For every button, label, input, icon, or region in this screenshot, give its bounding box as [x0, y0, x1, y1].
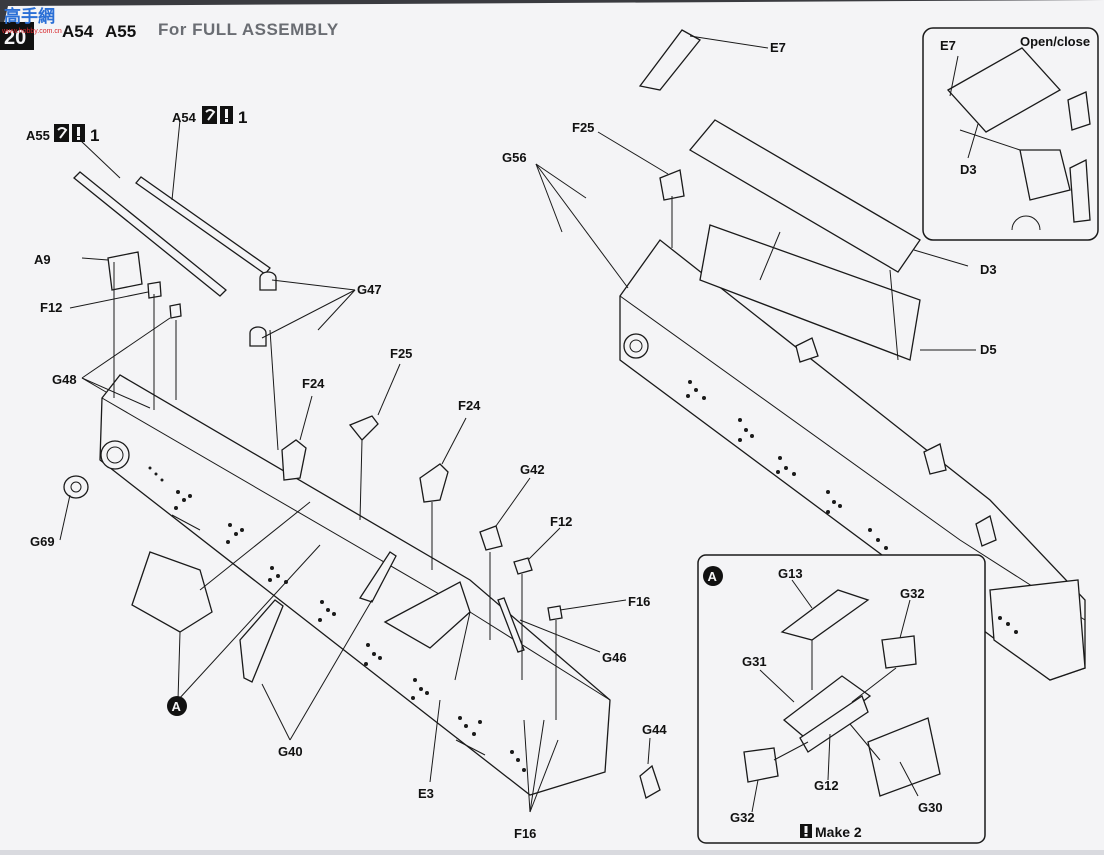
part-g69 — [63, 475, 89, 499]
callout-g40: G40 — [278, 744, 303, 759]
svg-text:A: A — [708, 569, 718, 584]
right-leader-lines — [535, 35, 976, 361]
callout-g46: G46 — [602, 650, 627, 665]
callout-g44: G44 — [642, 722, 667, 737]
callout-f12-mid: F12 — [550, 514, 572, 529]
page-heading: For FULL ASSEMBLY — [158, 20, 339, 39]
left-leader-lines — [59, 119, 651, 813]
callout-g56: G56 — [502, 150, 527, 165]
part-f24-b — [419, 463, 449, 503]
inset-a-callout-g32-top: G32 — [900, 586, 925, 601]
inset-callout-d3: D3 — [960, 162, 977, 177]
a55-quantity: 1 — [90, 126, 99, 145]
part-d3 — [689, 119, 921, 273]
svg-text:A: A — [172, 699, 182, 714]
step-label-a55: A55 — [105, 22, 136, 41]
callout-f25-b: F25 — [572, 120, 594, 135]
callout-g42: G42 — [520, 462, 545, 477]
inset-a-callout-g13: G13 — [778, 566, 803, 581]
callout-g47: G47 — [357, 282, 382, 297]
callout-a55: A55 — [26, 128, 50, 143]
part-g48 — [169, 303, 182, 319]
watermark-url: www.hobby.com.cn — [1, 28, 62, 35]
inset-a-callout-g32-bottom: G32 — [730, 810, 755, 825]
part-g30 — [867, 717, 941, 797]
part-g42 — [479, 525, 503, 551]
callout-e3: E3 — [418, 786, 434, 801]
watermark-logo: 高手網 www.hobby.com.cn — [1, 6, 62, 35]
callout-a9: A9 — [34, 252, 51, 267]
callout-g69: G69 — [30, 534, 55, 549]
part-g31 — [782, 675, 872, 743]
inset-a — [697, 554, 986, 844]
tool-icon — [202, 106, 217, 124]
marker-a-left: A — [167, 696, 187, 716]
a54-quantity: 1 — [238, 108, 247, 127]
part-g44 — [639, 764, 661, 799]
watermark-text: 高手網 — [4, 6, 55, 26]
inset-open-close-title: Open/close — [1020, 34, 1090, 49]
make-2-text: Make 2 — [815, 824, 862, 840]
callout-e7: E7 — [770, 40, 786, 55]
left-hull-panel — [99, 374, 611, 796]
part-g47a — [259, 271, 277, 291]
part-e7 — [638, 29, 701, 91]
attention-icon — [72, 124, 85, 142]
part-f25-b — [659, 169, 685, 201]
marker-a-inset: A — [703, 566, 723, 586]
make-2-note: Make 2 — [800, 824, 862, 840]
part-g46 — [497, 597, 525, 653]
part-g40-b — [358, 551, 397, 603]
tool-icon — [54, 124, 69, 142]
attention-icon — [220, 106, 233, 124]
part-g32-bottom — [743, 747, 779, 783]
part-d5 — [699, 224, 921, 361]
inset-a-callout-g31: G31 — [742, 654, 767, 669]
inset-callout-e7: E7 — [940, 38, 956, 53]
part-g12 — [799, 694, 869, 753]
step-number: 20 — [4, 27, 26, 49]
part-f12-mid — [513, 557, 533, 575]
callout-f25-a: F25 — [390, 346, 412, 361]
tie-rods — [73, 171, 271, 297]
callout-f16-bottom: F16 — [514, 826, 536, 841]
inset-a-callout-g30: G30 — [918, 800, 943, 815]
part-a-subassembly — [131, 551, 213, 633]
part-g40-a — [239, 599, 284, 683]
callout-d5: D5 — [980, 342, 997, 357]
part-f25-a — [348, 415, 379, 441]
part-f24-a — [281, 439, 307, 481]
inset-a-callout-g12: G12 — [814, 778, 839, 793]
callout-f16-top: F16 — [628, 594, 650, 609]
callout-f24-b: F24 — [458, 398, 481, 413]
part-g47b — [249, 326, 267, 347]
part-g13 — [780, 589, 870, 641]
callout-g48: G48 — [52, 372, 77, 387]
callout-a54: A54 — [172, 110, 197, 125]
callout-f24-a: F24 — [302, 376, 325, 391]
step-label-a54: A54 — [62, 22, 94, 41]
part-g32-top — [881, 635, 917, 669]
part-f12-left — [147, 281, 162, 299]
step-number-box — [0, 22, 34, 50]
part-f16-top — [547, 605, 563, 621]
callout-f12-left: F12 — [40, 300, 62, 315]
part-a9 — [107, 251, 143, 291]
callout-d3: D3 — [980, 262, 997, 277]
inset-open-close — [922, 27, 1099, 241]
